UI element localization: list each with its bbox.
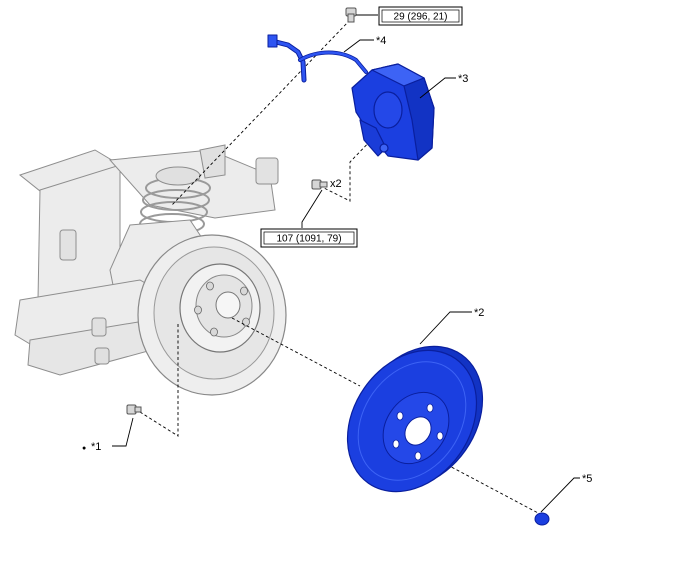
callout-label-4: *4 (376, 35, 386, 47)
torque-spec-box-bracket: 107 (1091, 79) (260, 228, 358, 248)
disc-rotor-part (346, 345, 484, 493)
callout-label-5: *5 (582, 473, 592, 485)
torque-value-caliper: 29 (296, 21) (394, 12, 448, 23)
hole-plug-part (534, 512, 550, 526)
brake-caliper-part (351, 63, 435, 161)
callout-label-3: *3 (458, 73, 468, 85)
rotor-set-screw (126, 404, 142, 415)
bolt-quantity-label: x2 (330, 178, 342, 190)
axle-hub-ghost (179, 263, 261, 353)
bracket-set-bolt (311, 179, 328, 190)
torque-spec-box-caliper: 29 (296, 21) (378, 6, 463, 26)
callout-label-2: *2 (474, 307, 484, 319)
flexible-hose-part (267, 34, 368, 83)
caliper-mounting-bolt (345, 7, 357, 23)
torque-value-bracket: 107 (1091, 79) (276, 234, 341, 245)
non-reusable-dot-marker: ● (82, 445, 86, 452)
callout-label-1: *1 (91, 441, 101, 453)
leader-lines (112, 14, 580, 513)
